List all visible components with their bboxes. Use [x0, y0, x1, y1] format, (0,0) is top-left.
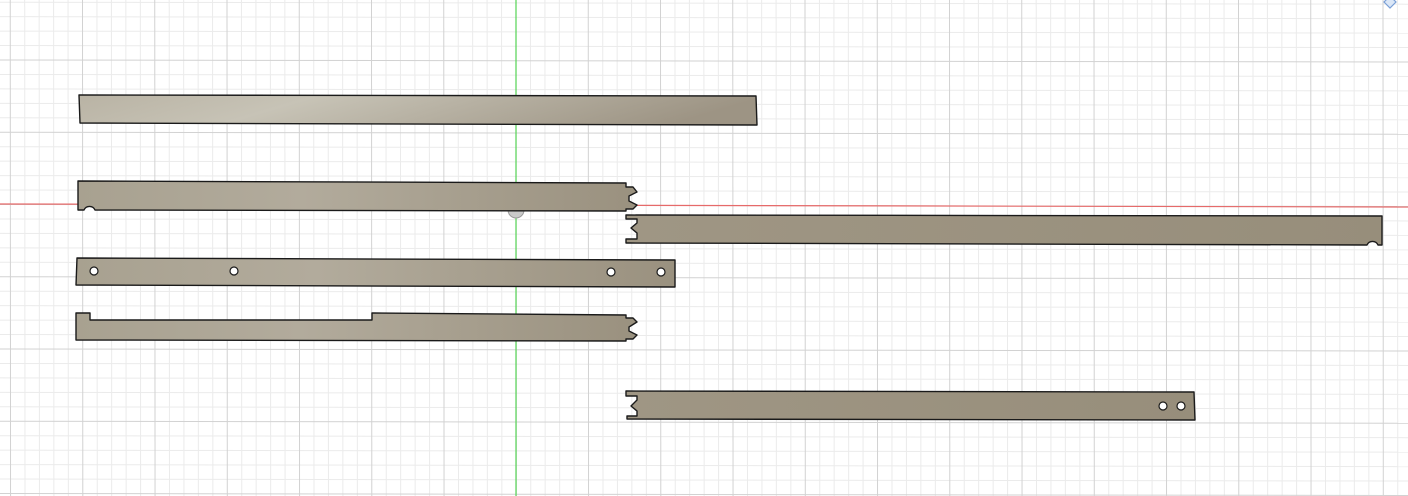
- grid-line: [0, 435, 1408, 439]
- grid-line: [0, 175, 1408, 179]
- part-bar-four-holes[interactable]: [75, 257, 676, 288]
- grid-line: [0, 160, 1408, 164]
- hole-6: [1176, 401, 1186, 411]
- grid-line: [0, 290, 1408, 294]
- grid-line: [0, 377, 1408, 381]
- part-plain-bar[interactable]: [78, 94, 758, 126]
- grid-line: [0, 88, 1408, 92]
- grid-line: [0, 420, 1408, 424]
- grid-line: [0, 305, 1408, 309]
- hole-3: [606, 267, 616, 277]
- grid-line: [0, 1, 1408, 5]
- grid-line: [0, 131, 1408, 135]
- hole-4: [656, 267, 666, 277]
- grid-line: [0, 45, 1408, 49]
- part-long-bar-dovetail-notch[interactable]: [625, 214, 1383, 246]
- hole-1: [89, 266, 99, 276]
- grid-line: [0, 362, 1408, 366]
- grid-line: [0, 493, 1408, 496]
- grid-line: [0, 464, 1408, 468]
- viewcube-corner-icon[interactable]: [1382, 0, 1398, 10]
- grid-line: [0, 348, 1408, 352]
- grid-line: [0, 59, 1408, 63]
- grid-line: [0, 247, 1408, 251]
- grid-line: [0, 478, 1408, 482]
- grid-line: [0, 30, 1408, 34]
- grid-line: [0, 449, 1408, 453]
- part-bar-step-slot[interactable]: [75, 312, 638, 342]
- hole-2: [229, 266, 239, 276]
- hole-5: [1158, 401, 1168, 411]
- grid-line: [0, 146, 1408, 150]
- grid-line: [0, 73, 1408, 77]
- part-bar-notch-dovetail[interactable]: [77, 180, 638, 212]
- grid-line: [0, 16, 1408, 20]
- part-bar-dovetail-two-holes[interactable]: [625, 390, 1196, 421]
